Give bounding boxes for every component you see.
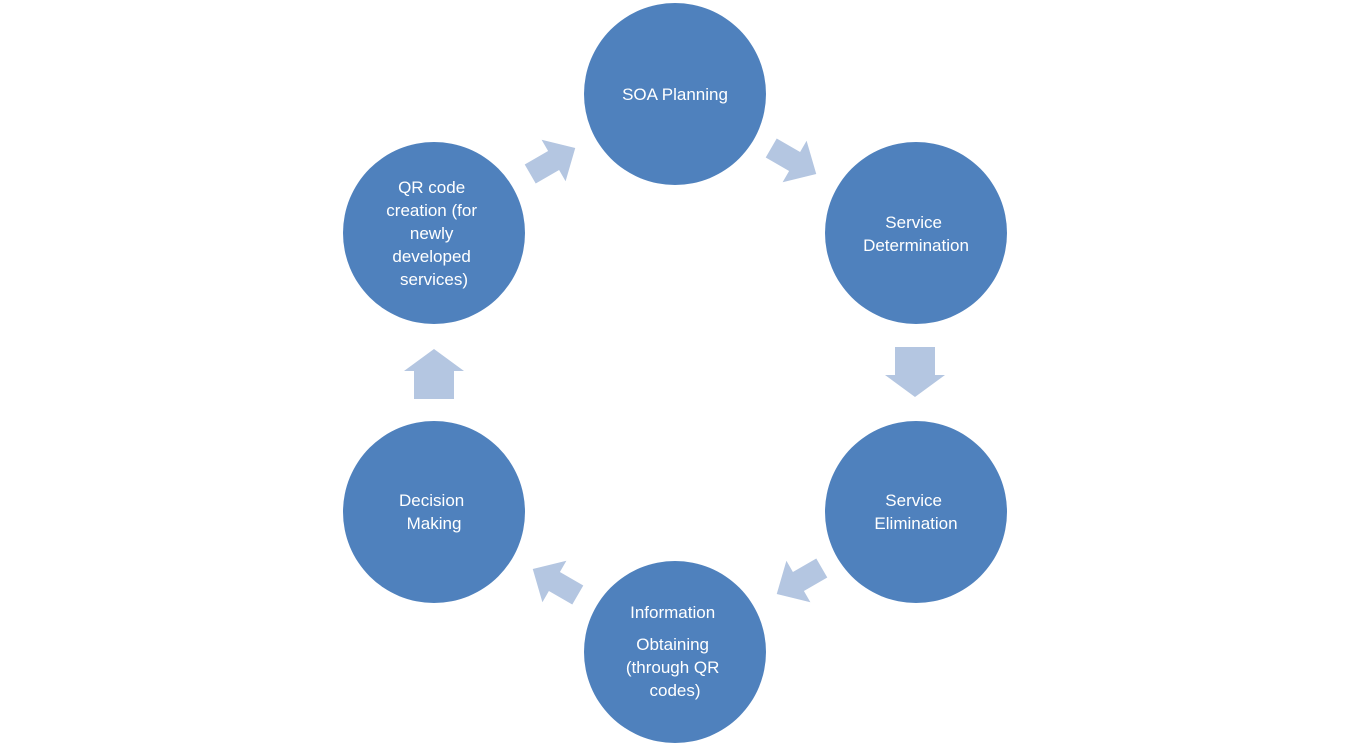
- block-arrow-icon: [776, 558, 828, 603]
- node-decision-making: Decision Making: [343, 421, 525, 603]
- node-label: SOA Planning: [622, 85, 728, 104]
- node-soa-planning: SOA Planning: [584, 3, 766, 185]
- node-label-line: Service: [885, 213, 942, 232]
- node-label-line: SOA Planning: [622, 85, 728, 104]
- block-arrow-icon: [765, 138, 817, 183]
- node-label-line: Elimination: [874, 514, 957, 533]
- arrow-information-to-decision: [532, 560, 584, 605]
- node-label-line: Service: [885, 491, 942, 510]
- node-label-line: Making: [407, 514, 462, 533]
- node-qr-code-creation: QR code creation (for newly developed se…: [343, 142, 525, 324]
- node-label: Information Obtaining (through QR codes): [626, 603, 724, 700]
- node-label-line: (through QR: [626, 658, 720, 677]
- node-label-line: creation (for: [386, 201, 477, 220]
- node-label-line: Information: [630, 603, 715, 622]
- block-arrow-icon: [532, 560, 584, 605]
- node-circle: [343, 421, 525, 603]
- arrow-qr-to-planning: [524, 139, 576, 184]
- node-circle: [825, 142, 1007, 324]
- node-label-line: developed: [392, 247, 470, 266]
- node-circle: [584, 3, 766, 185]
- node-circle: [343, 142, 525, 324]
- arrow-elimination-to-information: [776, 558, 828, 603]
- node-label-line: services): [400, 270, 468, 289]
- node-information-obtaining: Information Obtaining (through QR codes): [584, 561, 766, 743]
- node-label: Decision Making: [399, 491, 469, 533]
- arrow-planning-to-determination: [765, 138, 817, 183]
- node-label-line: QR code: [398, 178, 465, 197]
- arrow-determination-to-elimination: [885, 347, 945, 397]
- node-label-line: Determination: [863, 236, 969, 255]
- node-label-line: Decision: [399, 491, 464, 510]
- arrow-decision-to-qr: [404, 349, 464, 399]
- node-label-line: codes): [649, 681, 700, 700]
- block-arrow-icon: [404, 349, 464, 399]
- node-service-determination: Service Determination: [825, 142, 1007, 324]
- node-label: QR code creation (for newly developed se…: [386, 178, 481, 289]
- node-circle: [825, 421, 1007, 603]
- block-arrow-icon: [885, 347, 945, 397]
- node-circle: [584, 561, 766, 743]
- block-arrow-icon: [524, 139, 576, 184]
- node-label-line: newly: [410, 224, 454, 243]
- node-label: Service Elimination: [874, 491, 957, 533]
- node-service-elimination: Service Elimination: [825, 421, 1007, 603]
- node-label: Service Determination: [863, 213, 969, 255]
- node-label-line: Obtaining: [636, 635, 709, 654]
